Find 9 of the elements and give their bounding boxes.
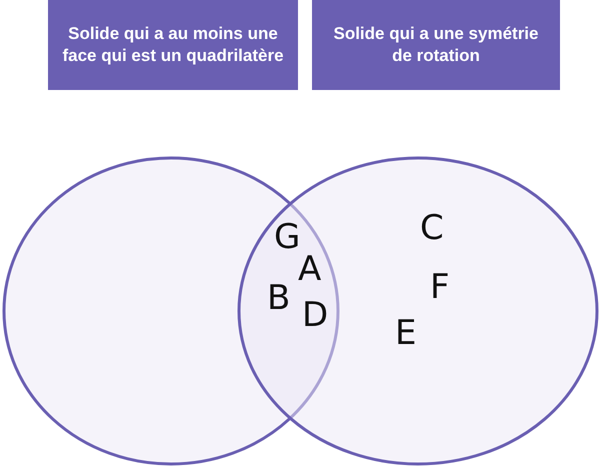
- element-letter: C: [420, 211, 444, 245]
- element-letter: G: [274, 220, 300, 254]
- element-letter: D: [302, 298, 328, 332]
- element-letter: F: [430, 270, 450, 304]
- set-heading: Solide qui a au moins une face qui est un quadrilatère: [48, 0, 298, 90]
- element-letter: A: [298, 252, 322, 286]
- set-heading: Solide qui a une symétrie de rotation: [312, 0, 560, 90]
- element-letter: E: [395, 316, 416, 350]
- element-letter: B: [267, 281, 290, 315]
